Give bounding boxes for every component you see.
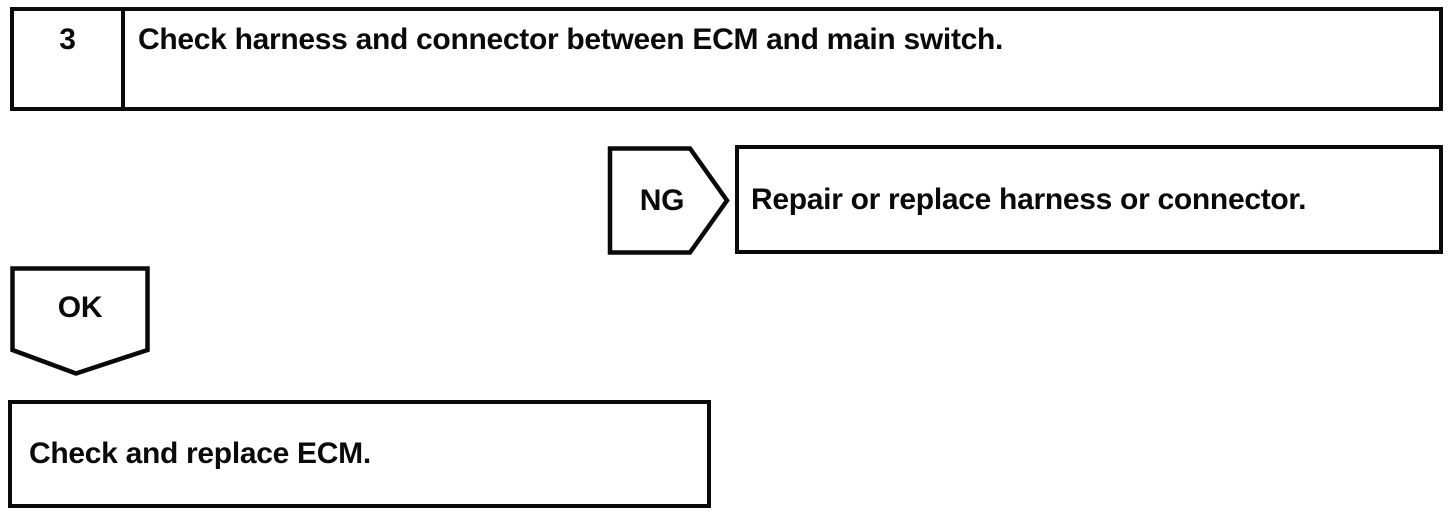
ng-label: NG: [639, 183, 685, 217]
ok-label-overlay: OK: [10, 266, 150, 350]
ng-action-text: Repair or replace harness or connector.: [751, 182, 1307, 216]
ng-pentagon-right-arrow-icon: [607, 146, 730, 255]
step-number-cell: 3: [14, 11, 125, 107]
ok-label: OK: [57, 291, 103, 324]
ok-pentagon-down-arrow-icon: [10, 266, 150, 376]
step-instruction-text: Check harness and connector between ECM …: [138, 23, 1004, 56]
ok-connector: [10, 266, 150, 376]
ng-label-overlay: NG: [607, 146, 717, 255]
ng-action-box: Repair or replace harness or connector.: [735, 145, 1443, 254]
ok-action-box: Check and replace ECM.: [8, 400, 711, 508]
step-number: 3: [59, 23, 76, 56]
step-instruction-cell: Check harness and connector between ECM …: [125, 11, 1439, 107]
ok-action-text: Check and replace ECM.: [29, 437, 371, 470]
ng-connector: [607, 146, 730, 255]
step-box: 3 Check harness and connector between EC…: [10, 7, 1443, 111]
